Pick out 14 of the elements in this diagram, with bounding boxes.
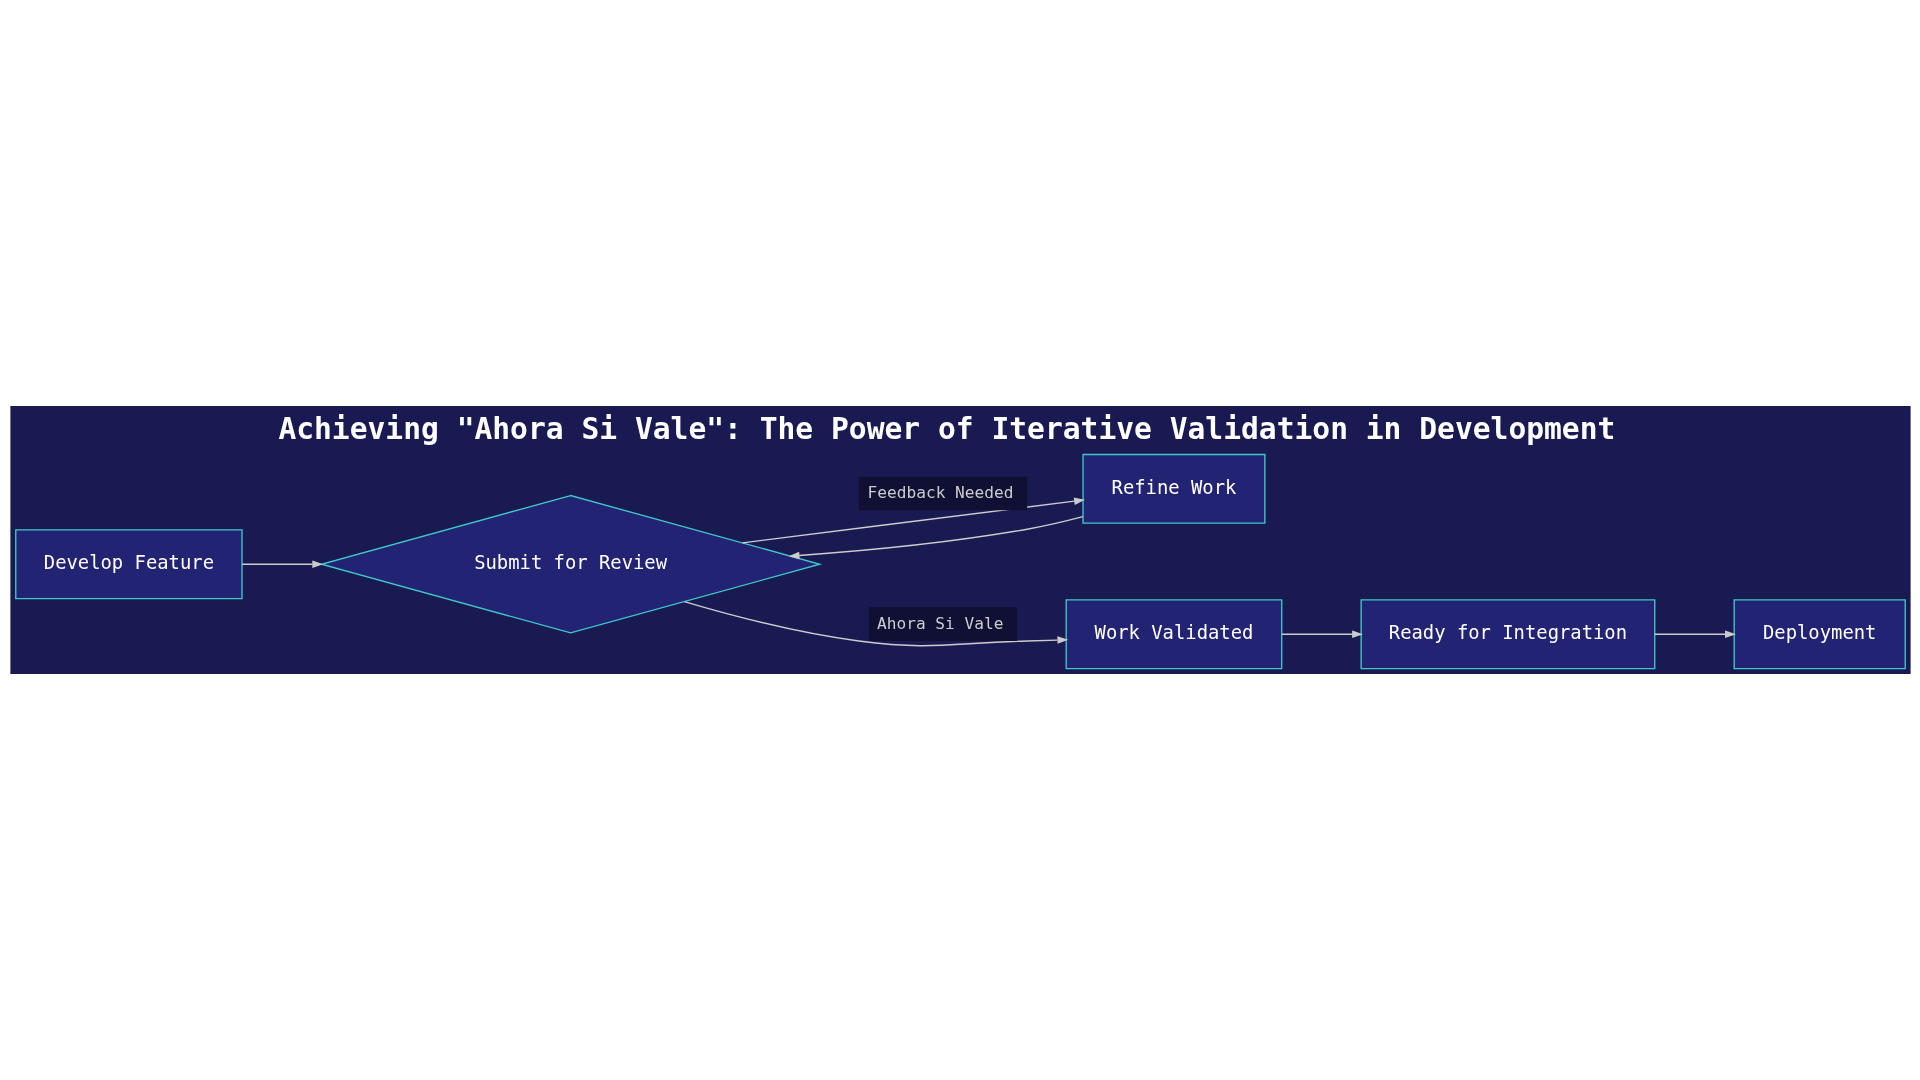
node-box: Deployment bbox=[1733, 599, 1906, 670]
node-box: Ready for Integration bbox=[1359, 599, 1655, 670]
node-box: Refine Work bbox=[1081, 453, 1266, 524]
diagram-title: Achieving "Ahora Si Vale": The Power of Iterative Validation in Development bbox=[277, 412, 1615, 447]
arrow bbox=[788, 516, 1084, 560]
edge-label: Feedback Needed bbox=[867, 483, 1013, 503]
node-box: Work Validated bbox=[1065, 599, 1282, 670]
arrow bbox=[241, 560, 323, 569]
node-box: Develop Feature bbox=[14, 529, 243, 600]
arrow bbox=[683, 600, 1068, 647]
arrow bbox=[741, 497, 1085, 544]
edge-label: Ahora Si Vale bbox=[876, 614, 1003, 634]
arrow bbox=[1653, 630, 1736, 639]
arrow bbox=[1280, 630, 1363, 639]
